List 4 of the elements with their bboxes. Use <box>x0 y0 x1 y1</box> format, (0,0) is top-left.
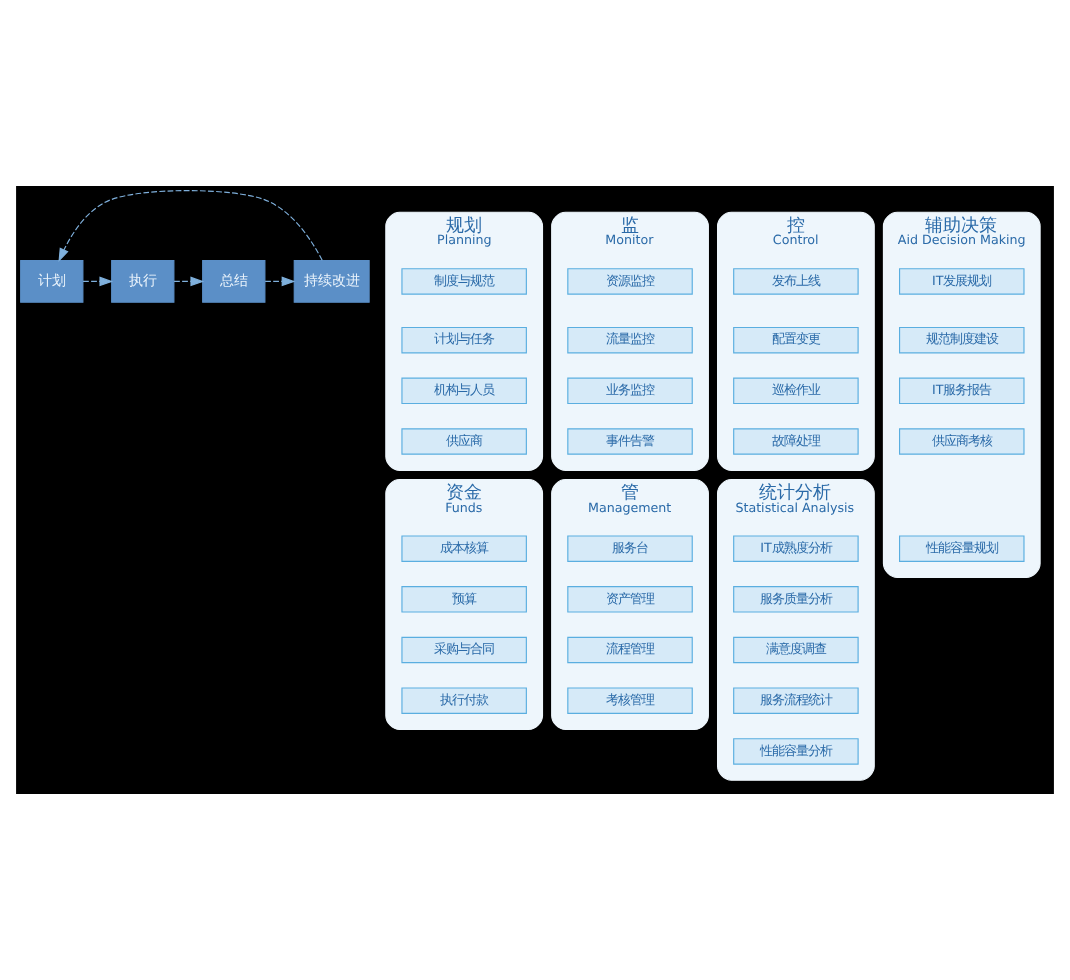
arrow <box>264 276 296 287</box>
arrow <box>82 276 114 287</box>
arrow <box>58 190 323 263</box>
arrow <box>173 276 205 287</box>
